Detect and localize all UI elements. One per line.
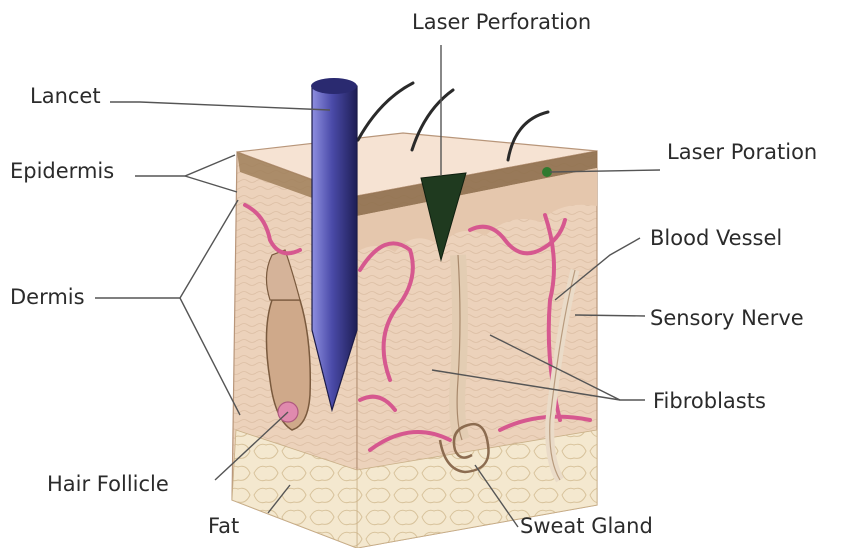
leader-epidermis-1 bbox=[135, 155, 235, 176]
label-laser-perforation: Laser Perforation bbox=[412, 12, 591, 33]
label-fibroblasts: Fibroblasts bbox=[653, 391, 766, 412]
label-dermis: Dermis bbox=[10, 287, 85, 308]
leader-dermis-1 bbox=[95, 200, 238, 298]
label-blood-vessel: Blood Vessel bbox=[650, 228, 782, 249]
label-epidermis: Epidermis bbox=[10, 161, 114, 182]
label-hair-follicle: Hair Follicle bbox=[47, 474, 169, 495]
leader-epidermis-2 bbox=[185, 176, 237, 192]
leader-dermis-2 bbox=[180, 298, 240, 415]
label-fat: Fat bbox=[208, 516, 239, 537]
label-laser-poration: Laser Poration bbox=[667, 142, 817, 163]
label-sweat-gland: Sweat Gland bbox=[520, 516, 653, 537]
leader-lancet bbox=[110, 102, 330, 110]
leader-sensory-nerve bbox=[575, 315, 645, 316]
label-lancet: Lancet bbox=[30, 86, 101, 107]
label-sensory-nerve: Sensory Nerve bbox=[650, 308, 804, 329]
